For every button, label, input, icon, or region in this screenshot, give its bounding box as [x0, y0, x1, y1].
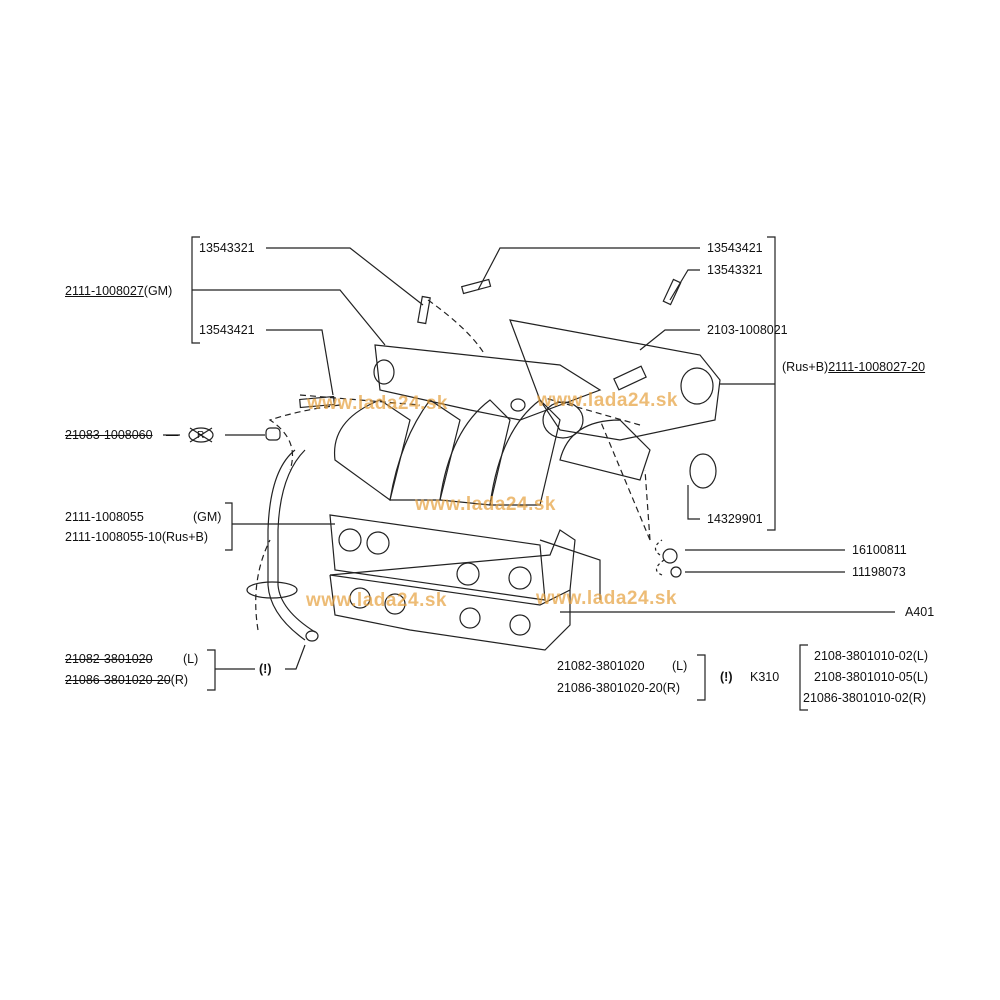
watermark: www.lada24.sk [537, 390, 678, 411]
watermark: www.lada24.sk [307, 393, 448, 414]
label-washer: 11198073 [852, 565, 906, 579]
label-plug-obsolete: 21083-1008060 [65, 428, 153, 442]
label-k310-option-2: 2108-3801010-05(L) [814, 670, 928, 684]
watermark: www.lada24.sk [415, 494, 556, 515]
label-ring: 14329901 [707, 512, 763, 526]
intake-manifold [333, 319, 721, 506]
label-gasket-rus: 2111-1008055-10(Rus+B) [65, 530, 209, 544]
assembly-arrows [255, 299, 651, 631]
label-hose-left-l: 21082-3801020 [65, 652, 153, 666]
hose-left-r-suffix: (R) [170, 673, 189, 687]
warning-mark-mid: (!) [720, 670, 733, 684]
label-stud-13543421: 13543421 [199, 323, 255, 337]
label-manifold-rus: (Rus+B)2111-1008027-20 [782, 360, 925, 374]
label-gasket-gm-suffix: (GM) [193, 510, 222, 524]
label-k310-option-3: 21086-3801010-02(R) [803, 691, 927, 705]
vacuum-hose [246, 449, 319, 642]
manifold-gm-suffix: (GM) [143, 284, 173, 298]
label-stud-13543321: 13543321 [199, 241, 255, 255]
hose-left-r-part: 21086-3801020-20 [65, 673, 171, 687]
label-cylinder-head: A401 [905, 605, 935, 619]
label-hose-left-r: 21086-3801020-20(R) [65, 673, 188, 687]
crossed-r-symbol-icon [188, 427, 214, 443]
label-nut: 16100811 [852, 543, 907, 557]
manifold-gasket [329, 514, 546, 601]
watermark: www.lada24.sk [536, 588, 677, 609]
label-gasket-gm: 2111-1008055 [65, 510, 144, 524]
label-manifold-gm: 2111-1008027(GM) [65, 284, 172, 298]
warning-mark-left: (!) [259, 662, 272, 676]
watermark: www.lada24.sk [306, 590, 447, 611]
label-hose-left-l-suffix: (L) [183, 652, 199, 666]
label-k310-option-1: 2108-3801010-02(L) [814, 649, 928, 663]
label-hose-mid-r: 21086-3801020-20(R) [557, 681, 681, 695]
plug-dash: — [166, 428, 179, 442]
cylinder-head [329, 529, 601, 651]
label-hose-mid-l: 21082-3801020 [557, 659, 645, 673]
manifold-rus-prefix: (Rus+B) [782, 360, 829, 374]
label-stud-right-13543421: 13543421 [707, 241, 763, 255]
label-hose-mid-l-suffix: (L) [672, 659, 688, 673]
studs-and-fasteners [265, 278, 717, 578]
plug-symbol-r: R [197, 430, 205, 441]
leader-lines [163, 236, 895, 711]
label-fitting: 2103-1008021 [707, 323, 788, 337]
label-stud-right-13543321: 13543321 [707, 263, 763, 277]
label-k310: K310 [750, 670, 780, 684]
manifold-rus-part-number: 2111-1008027-20 [828, 360, 926, 374]
nut-dashed-outline [654, 539, 665, 576]
manifold-gm-part-number: 2111-1008027 [65, 284, 144, 298]
